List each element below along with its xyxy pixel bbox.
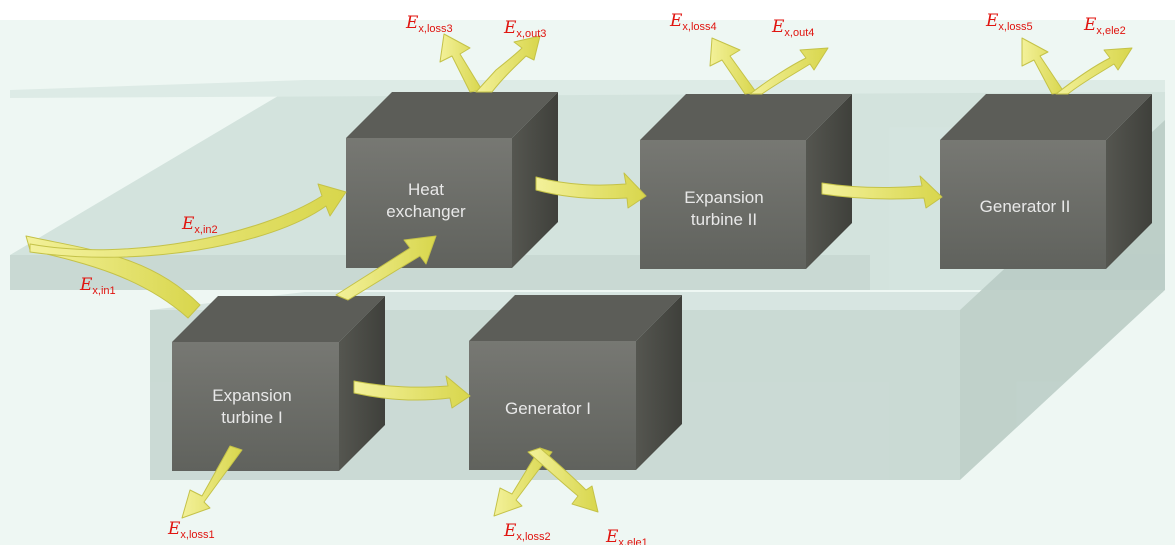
- expansion-turbine-1-label-2: turbine I: [221, 408, 282, 427]
- expansion-turbine-1-box: Expansion turbine I: [172, 296, 385, 471]
- expansion-turbine-1-label-1: Expansion: [212, 386, 291, 405]
- ex-out3-label: Ex,out3: [503, 18, 546, 40]
- generator-1-label: Generator I: [505, 399, 591, 418]
- generator-1-box: Generator I: [469, 295, 682, 470]
- ex-loss4-label: Ex,loss4: [669, 11, 717, 33]
- loss1-arrow: [181, 445, 243, 519]
- ex-loss2-label: Ex,loss2: [503, 521, 551, 543]
- generator-2-label: Generator II: [980, 197, 1071, 216]
- ele1-arrow: [527, 447, 599, 513]
- ele2-arrow: [1055, 47, 1133, 95]
- expansion-turbine-2-label-1: Expansion: [684, 188, 763, 207]
- ex-in1-label: Ex,in1: [79, 275, 116, 297]
- generator-2-box: Generator II: [940, 94, 1152, 269]
- out4-arrow: [749, 47, 829, 95]
- flow-labels: Ex,in2 Ex,in1 Ex,loss3 Ex,out3 Ex,loss4 …: [79, 11, 1126, 545]
- heat-exchanger-label-2: exchanger: [386, 202, 466, 221]
- turbine1-to-heat-exchanger-arrow: [335, 235, 437, 301]
- loss4-arrow: [709, 37, 757, 95]
- ex-ele1-label: Ex,ele1: [605, 527, 648, 545]
- ex-ele2-label: Ex,ele2: [1083, 15, 1126, 37]
- turbine2-to-generator2-arrow: [821, 175, 943, 209]
- ex-loss3-label: Ex,loss3: [405, 13, 453, 35]
- loss5-arrow: [1021, 37, 1065, 95]
- inflow-arrow-in2: [29, 183, 347, 258]
- expansion-turbine-2-box: Expansion turbine II: [640, 94, 852, 269]
- heat-exchanger-label-1: Heat: [408, 180, 444, 199]
- out3-arrow: [475, 35, 541, 93]
- heat-exchanger-box: Heat exchanger: [346, 92, 558, 268]
- ex-in2-label: Ex,in2: [181, 214, 218, 236]
- ex-loss5-label: Ex,loss5: [985, 11, 1033, 33]
- loss3-arrow: [439, 33, 483, 93]
- turbine1-to-generator1-arrow: [353, 375, 471, 409]
- expansion-turbine-2-label-2: turbine II: [691, 210, 757, 229]
- ex-loss1-label: Ex,loss1: [167, 519, 215, 541]
- heat-exchanger-to-turbine2-arrow: [535, 172, 647, 209]
- ex-out4-label: Ex,out4: [771, 17, 814, 39]
